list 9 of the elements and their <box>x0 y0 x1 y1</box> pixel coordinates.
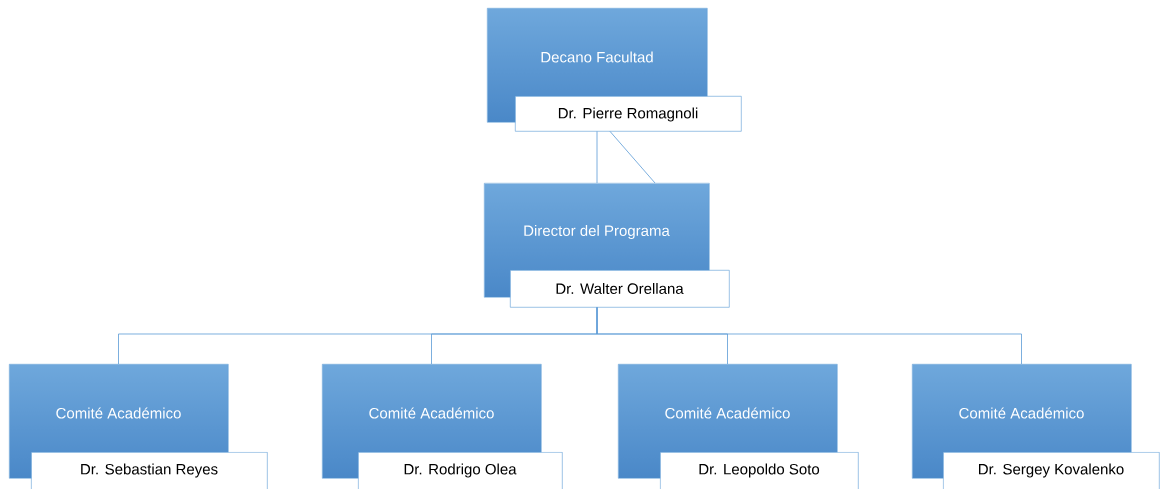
name-box: Dr. Sergey Kovalenko <box>943 451 1160 489</box>
connector-line <box>596 131 598 184</box>
connector-line <box>609 131 656 184</box>
name-box: Dr. Rodrigo Olea <box>358 451 563 489</box>
name-box: Dr. Sebastian Reyes <box>31 451 268 489</box>
name-box: Dr. Walter Orellana <box>510 270 730 308</box>
name-box: Dr. Leopoldo Soto <box>660 451 859 489</box>
connector-line <box>596 307 1022 365</box>
name-box: Dr. Pierre Romagnoli <box>515 96 742 132</box>
